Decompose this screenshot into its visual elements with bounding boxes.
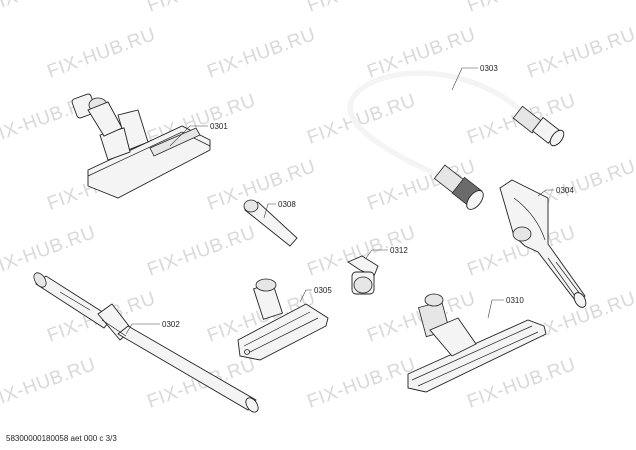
part-label-0302: 0302 (162, 320, 180, 329)
part-label-0301: 0301 (210, 122, 228, 131)
watermark-text: FIX-HUB.RU (145, 0, 259, 17)
leader-lines (125, 67, 554, 335)
watermark-text: FIX-HUB.RU (0, 222, 99, 281)
part-label-0305: 0305 (314, 286, 332, 295)
part-label-0312: 0312 (390, 246, 408, 255)
watermark-text: FIX-HUB.RU (145, 222, 259, 281)
watermark-text: FIX-HUB.RU (305, 354, 419, 413)
handle-drawing (499, 179, 587, 308)
watermark-text: FIX-HUB.RU (465, 0, 579, 17)
part-label-0310: 0310 (506, 296, 524, 305)
document-footer: 58300000180058 aet 000 c 3/3 (6, 434, 117, 443)
suction-hose-drawing (347, 70, 565, 210)
part-label-0303: 0303 (480, 64, 498, 73)
watermark-text: FIX-HUB.RU (0, 0, 99, 17)
upholstery-nozzle-drawing (237, 278, 329, 361)
part-label-0304: 0304 (556, 186, 574, 195)
watermark-text: FIX-HUB.RU (305, 0, 419, 17)
crevice-nozzle-drawing (243, 199, 298, 247)
watermark-text: FIX-HUB.RU (205, 24, 319, 83)
adapter-clip-drawing (347, 255, 379, 295)
telescopic-tube-drawing (33, 272, 259, 413)
floor-nozzle-drawing (71, 93, 211, 199)
watermark-text: FIX-HUB.RU (305, 90, 419, 149)
part-label-0308: 0308 (278, 200, 296, 209)
watermark-text: FIX-HUB.RU (525, 24, 636, 83)
watermark-text: FIX-HUB.RU (0, 354, 99, 413)
parquet-nozzle-drawing (407, 293, 547, 393)
watermark-text: FIX-HUB.RU (45, 24, 159, 83)
